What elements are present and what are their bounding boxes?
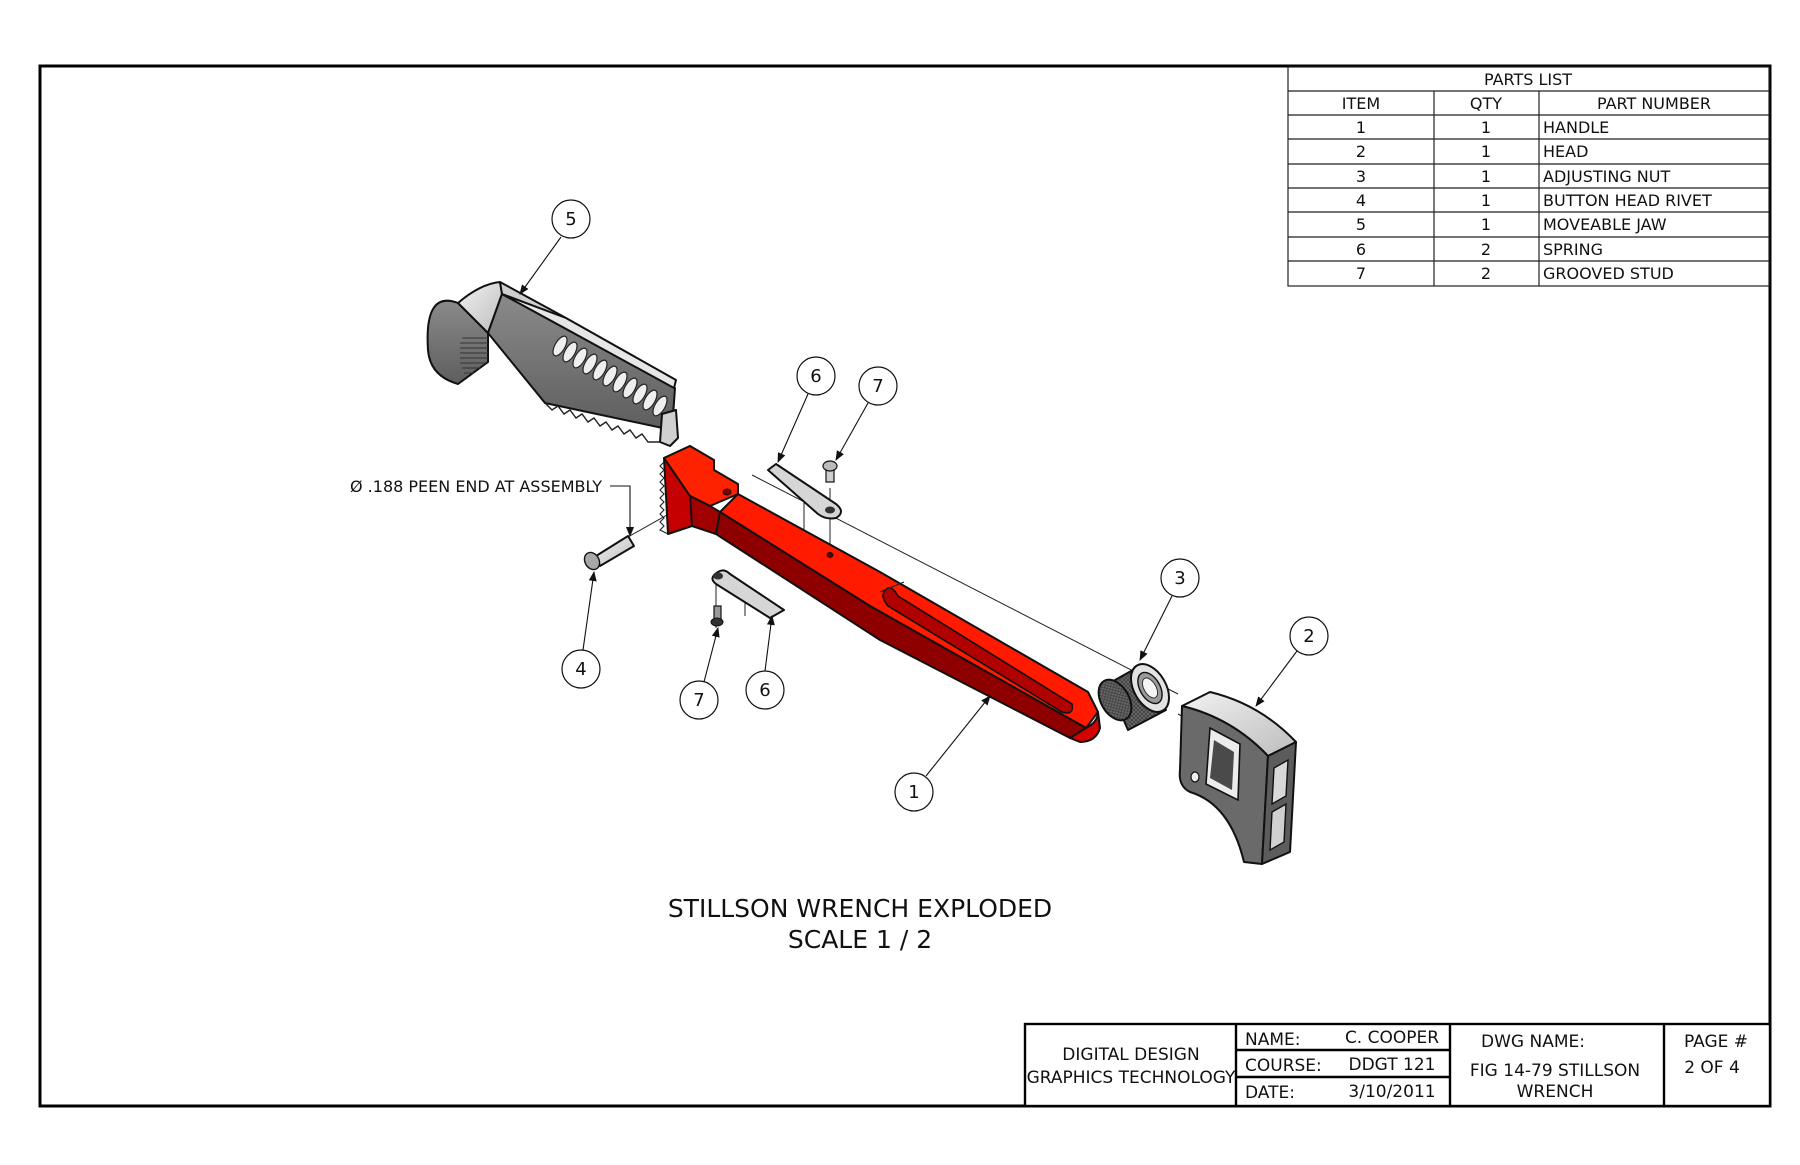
part-grooved-stud-lower [710, 605, 724, 627]
part-handle [659, 445, 1101, 743]
table-row: 6 2 SPRING [1356, 240, 1603, 259]
row-qty: 2 [1481, 264, 1491, 283]
row-item: 3 [1356, 167, 1366, 186]
row-part-number: ADJUSTING NUT [1543, 167, 1670, 186]
balloon-label: 4 [575, 659, 586, 680]
row-part-number: SPRING [1543, 240, 1603, 259]
balloon-label: 5 [565, 209, 576, 230]
balloon-label: 1 [908, 782, 919, 803]
table-row: 4 1 BUTTON HEAD RIVET [1356, 191, 1712, 210]
balloon-label: 7 [693, 690, 704, 711]
row-qty: 1 [1481, 191, 1491, 210]
view-caption-scale: SCALE 1 / 2 [788, 925, 932, 954]
parts-list-header-part-number: PART NUMBER [1597, 94, 1711, 113]
parts-list-title: PARTS LIST [1484, 70, 1572, 89]
jaw-rack-threads [552, 335, 668, 417]
balloon-item-5: 5 [551, 199, 591, 239]
view-caption-title: STILLSON WRENCH EXPLODED [668, 894, 1052, 923]
balloon-label: 2 [1303, 626, 1314, 647]
row-part-number: MOVEABLE JAW [1543, 215, 1667, 234]
balloon-label: 3 [1174, 568, 1185, 589]
title-block: DIGITAL DESIGN GRAPHICS TECHNOLOGY NAME:… [1023, 1022, 1772, 1108]
table-row: 7 2 GROOVED STUD [1356, 264, 1674, 283]
part-moveable-jaw [426, 281, 679, 447]
row-qty: 1 [1481, 215, 1491, 234]
row-item: 4 [1356, 191, 1366, 210]
org-name-line2: GRAPHICS TECHNOLOGY [1027, 1068, 1236, 1088]
row-part-number: GROOVED STUD [1543, 264, 1674, 283]
balloon-item-1: 1 [894, 772, 934, 812]
part-adjusting-nut [1097, 663, 1170, 731]
balloon-label: 7 [872, 376, 883, 397]
org-name-line1: DIGITAL DESIGN [1062, 1045, 1199, 1065]
page-label: PAGE # [1684, 1032, 1748, 1052]
name-value: C. COOPER [1345, 1028, 1439, 1048]
part-spring-lower [711, 569, 785, 619]
balloon-item-3: 3 [1160, 558, 1200, 598]
balloon-item-4: 4 [561, 649, 601, 689]
balloon-item-7-lower: 7 [679, 680, 719, 720]
balloon-item-2: 2 [1289, 616, 1329, 656]
row-part-number: HANDLE [1543, 118, 1609, 137]
balloon-label: 6 [810, 366, 821, 387]
row-qty: 2 [1481, 240, 1491, 259]
table-row: 5 1 MOVEABLE JAW [1356, 215, 1667, 234]
row-item: 5 [1356, 215, 1366, 234]
balloon-item-6-upper: 6 [796, 356, 836, 396]
peen-end-note: Ø .188 PEEN END AT ASSEMBLY [350, 477, 602, 496]
date-label: DATE: [1245, 1083, 1295, 1103]
drawing-border [38, 64, 1772, 1108]
table-row: 3 1 ADJUSTING NUT [1356, 167, 1671, 186]
row-qty: 1 [1481, 142, 1491, 161]
page-value: 2 OF 4 [1684, 1058, 1740, 1078]
row-item: 7 [1356, 264, 1366, 283]
course-label: COURSE: [1245, 1056, 1322, 1076]
row-qty: 1 [1481, 167, 1491, 186]
row-part-number: HEAD [1543, 142, 1588, 161]
table-row: 1 1 HANDLE [1356, 118, 1609, 137]
part-spring-upper [767, 463, 842, 520]
row-part-number: BUTTON HEAD RIVET [1543, 191, 1712, 210]
date-value: 3/10/2011 [1348, 1082, 1435, 1102]
row-item: 1 [1356, 118, 1366, 137]
balloon-item-6-lower: 6 [745, 670, 785, 710]
name-label: NAME: [1245, 1030, 1300, 1050]
dwg-name-line2: WRENCH [1517, 1082, 1594, 1102]
part-head [1178, 691, 1297, 865]
course-value: DDGT 121 [1349, 1055, 1436, 1075]
parts-list-header-item: ITEM [1342, 94, 1380, 113]
parts-list-table: PARTS LIST ITEM QTY PART NUMBER 1 1 HAND… [1287, 66, 1770, 287]
dwg-name-line1: FIG 14-79 STILLSON [1470, 1061, 1640, 1081]
row-qty: 1 [1481, 118, 1491, 137]
dwg-name-label: DWG NAME: [1481, 1032, 1585, 1052]
part-grooved-stud-upper [822, 460, 838, 483]
balloon-item-7-upper: 7 [858, 366, 898, 406]
balloon-leaders [519, 236, 1298, 777]
row-item: 6 [1356, 240, 1366, 259]
part-button-head-rivet [583, 535, 635, 571]
balloon-label: 6 [759, 680, 770, 701]
row-item: 2 [1356, 142, 1366, 161]
table-row: 2 1 HEAD [1356, 142, 1589, 161]
parts-list-header-qty: QTY [1470, 94, 1502, 113]
